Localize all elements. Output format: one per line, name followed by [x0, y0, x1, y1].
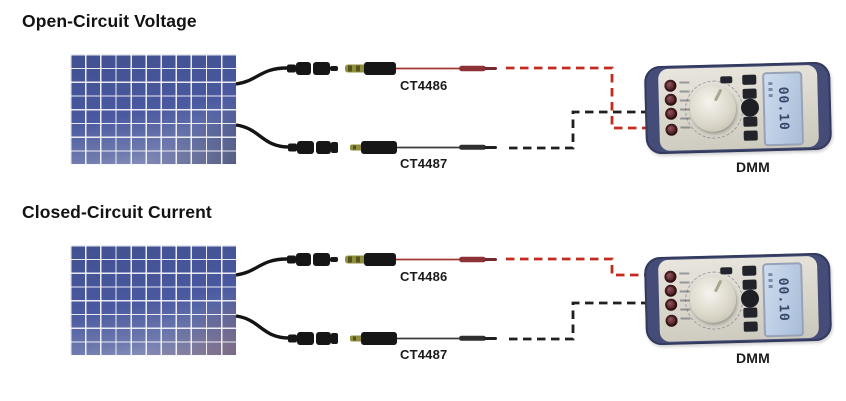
ct4486-label: CT4486: [400, 269, 448, 284]
mc4-connector-negative: [288, 332, 338, 345]
section-title: Closed-Circuit Current: [22, 202, 212, 222]
ct4486-adapter: [345, 253, 497, 266]
meter-button-4: [743, 130, 758, 141]
dashed-black-lead: [509, 301, 661, 341]
lcd-display: 00.10: [762, 262, 804, 338]
meter-button-top: [720, 267, 733, 275]
dashed-red-lead: [506, 257, 661, 277]
meter-button-3: [743, 116, 758, 127]
dashed-black-lead: [509, 110, 661, 150]
red-banana-plug: [459, 65, 486, 72]
meter-button-1: [742, 74, 757, 85]
mc4-connector-negative: [288, 141, 338, 154]
panel-negative-cable: [235, 123, 290, 149]
dmm-label: DMM: [736, 159, 771, 175]
multimeter: 00.10: [643, 61, 833, 155]
mc4-connector-positive: [287, 62, 338, 75]
lcd-reading: 00.10: [774, 86, 792, 132]
solar-panel: [70, 245, 237, 356]
meter-button-1: [742, 265, 757, 276]
wiring-diagram: [235, 62, 661, 154]
black-banana-plug: [459, 335, 486, 341]
red-banana-plug: [459, 256, 486, 263]
ct4487-label: CT4487: [400, 347, 448, 362]
mc4-connector-positive: [287, 253, 338, 266]
dmm-label: DMM: [736, 350, 771, 366]
black-banana-plug: [459, 144, 486, 150]
meter-button-4: [743, 321, 758, 332]
meter-button-3: [743, 307, 758, 318]
solar-panel: [70, 54, 237, 165]
panel-positive-cable: [235, 66, 288, 86]
panel-positive-cable: [235, 257, 288, 277]
meter-button-2: [742, 88, 757, 99]
multimeter: 00.10: [643, 252, 833, 346]
section-open-circuit-voltage: Open-Circuit Voltage: [0, 0, 846, 200]
section-title: Open-Circuit Voltage: [22, 11, 197, 31]
ct4486-label: CT4486: [400, 78, 448, 93]
wiring-diagram: [235, 253, 661, 345]
dashed-red-lead: [506, 66, 661, 130]
meter-button-top: [720, 76, 733, 84]
lcd-reading: 00.10: [774, 277, 792, 323]
ct4487-adapter: [350, 332, 497, 345]
lcd-display: 00.10: [762, 71, 804, 147]
meter-button-2: [742, 279, 757, 290]
section-closed-circuit-current: Closed-Circuit Current: [0, 191, 846, 391]
ct4487-adapter: [350, 141, 497, 154]
panel-negative-cable: [235, 314, 290, 340]
ct4487-label: CT4487: [400, 156, 448, 171]
ct4486-adapter: [345, 62, 497, 75]
